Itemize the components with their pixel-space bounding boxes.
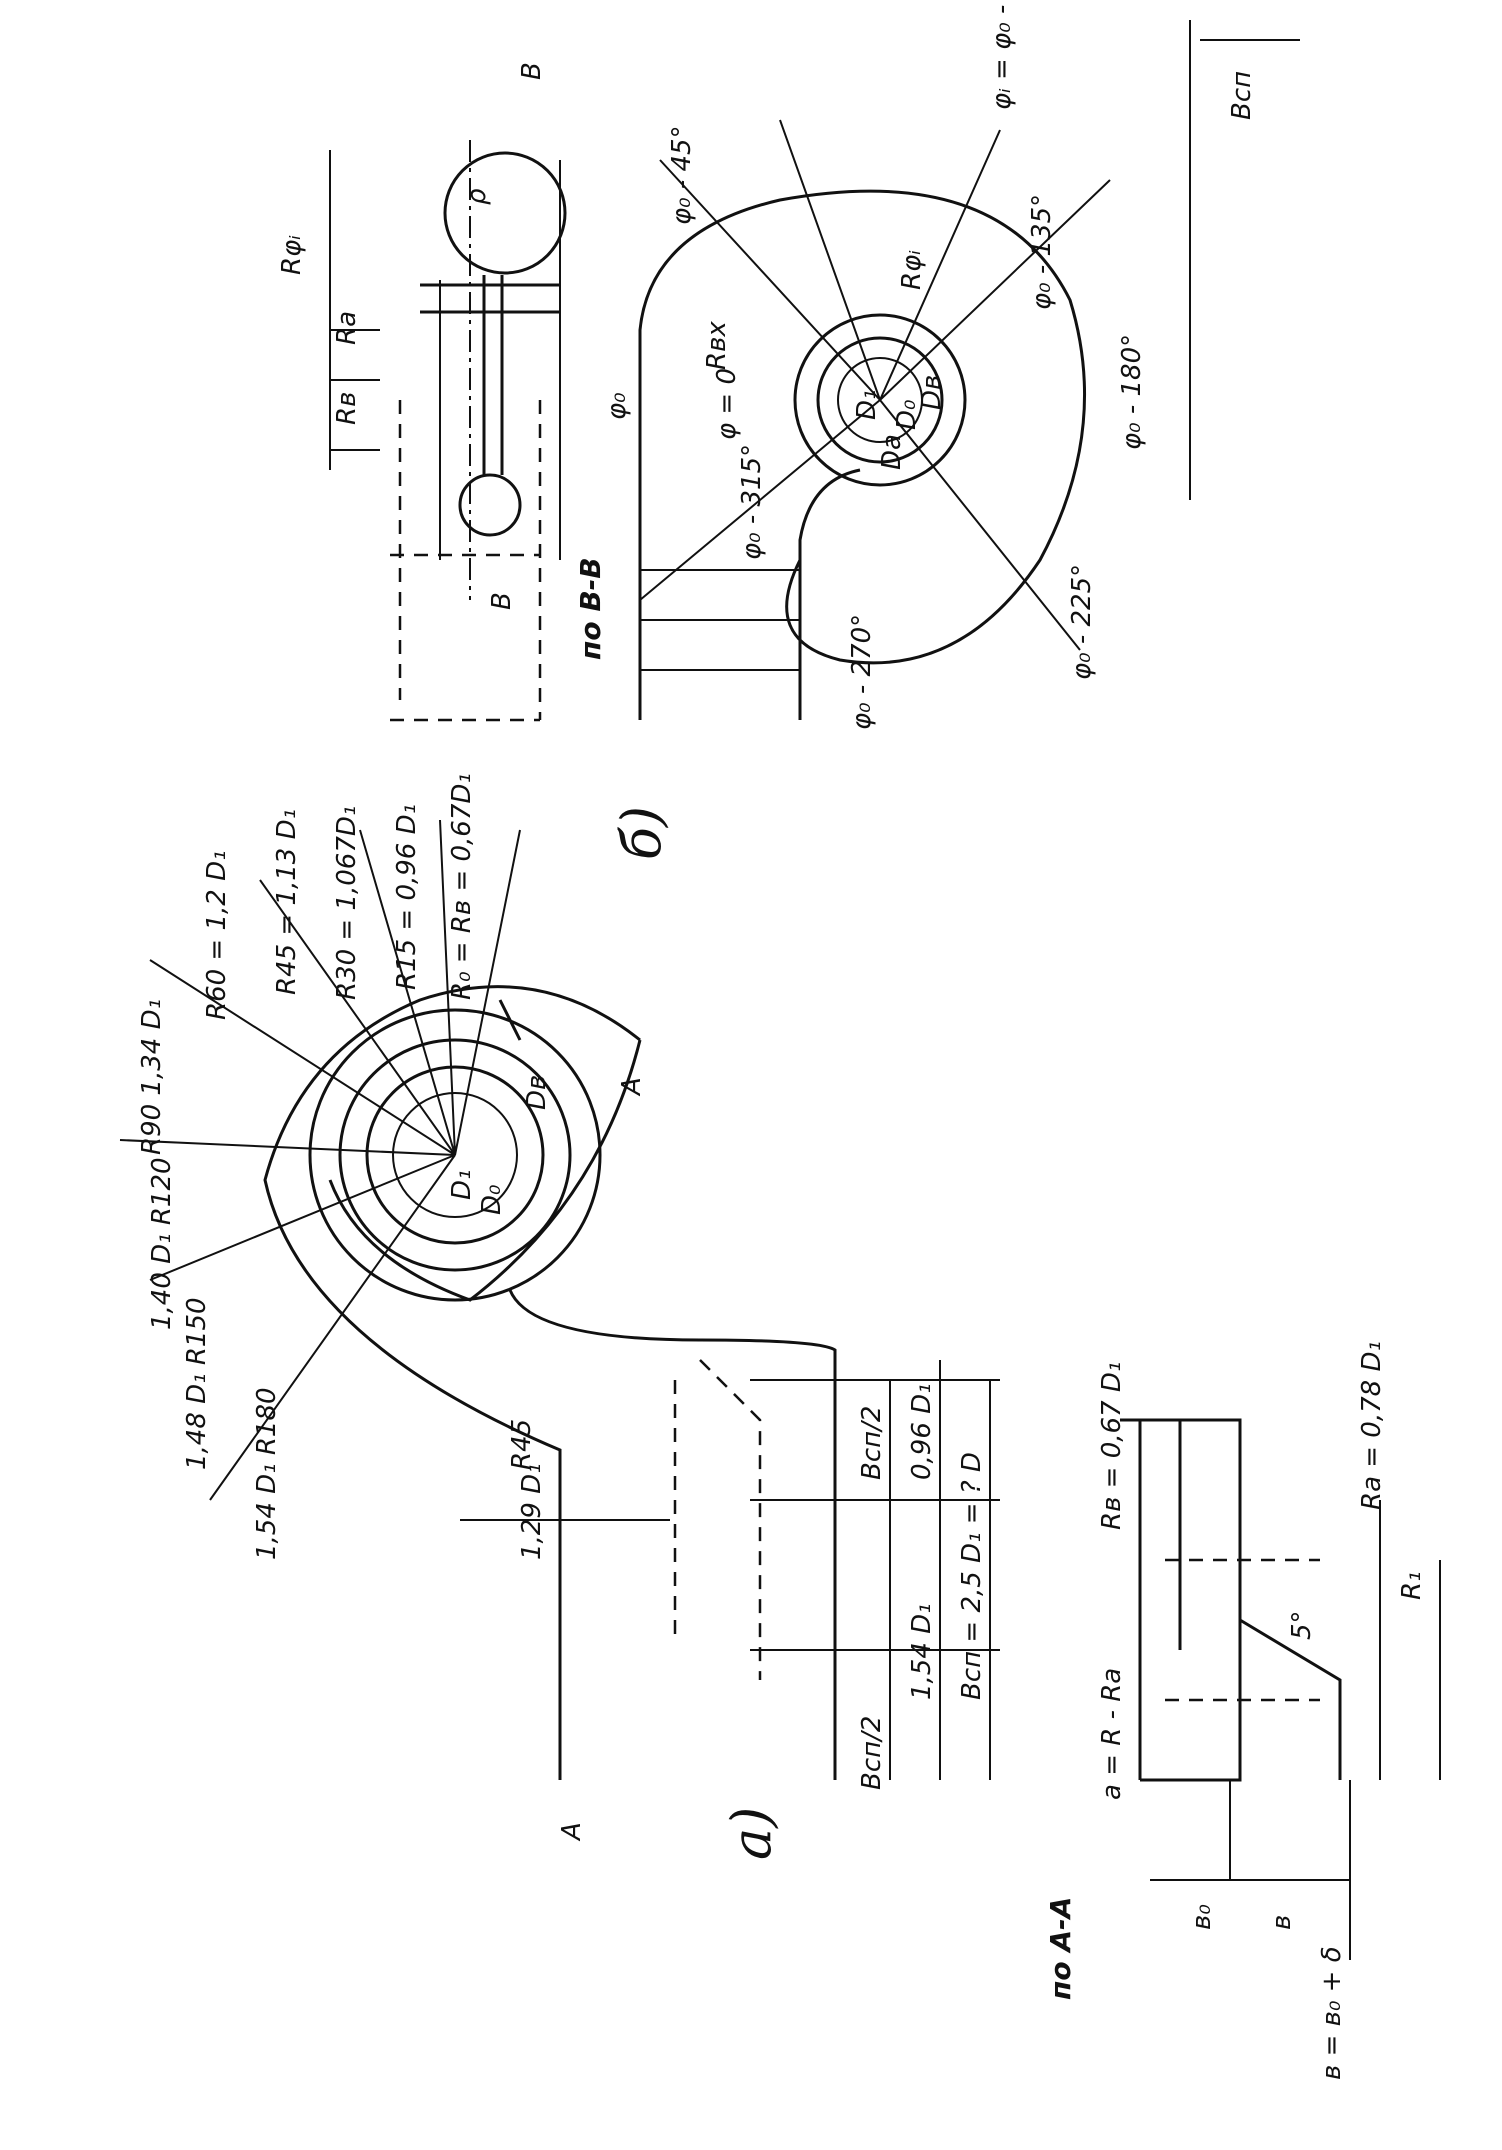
section-b-title: по B-B [574,557,607,660]
dim-bsum: в = в₀ + δ [1317,1946,1347,2080]
figure-b: Rφᵢ Ra Rв ρ B B по B-B φᵢ = φ₀ - 90° φ₀ … [277,0,1300,860]
section-flange [420,283,560,314]
guide-ring-a [365,1065,545,1245]
runner-circle [837,357,923,443]
angle-phi180: φ₀ - 180° [1117,334,1147,450]
spiral-outline-b [638,189,1087,720]
angle-phi0: φ = 0 [712,368,742,440]
spiral-outline-a [263,985,641,1780]
dim-r1-a: R₁ [1397,1572,1427,1601]
mark-a-right: A [617,1077,647,1097]
dim-b0: в₀ [1187,1904,1217,1930]
section-dim-lines [329,150,380,470]
dim-rbx: Rвx [702,321,732,370]
radius-r180: 1,54 D₁ R180 [252,1387,282,1560]
section-stem [482,275,504,475]
dim-bsp-half-top: Bсп/2 [857,1406,887,1480]
spiral-casing-a: D₁ D₀ Dв R₀ = Rв = 0,67D₁ R15 = 0,96 D₁ … [119,773,1000,1860]
radius-rays-a [119,819,521,1501]
runner-ring-a [392,1092,518,1218]
dim-bw: в [1267,1915,1297,1930]
figure-a-label: а) [720,1807,783,1860]
angle-phi225: φ₀ - 225° [1067,564,1097,680]
diam-db-a: Dв [522,1075,552,1110]
outer-ring-a [308,1008,602,1302]
stay-ring-inner [816,336,944,464]
dim-ra: Ra [332,311,362,345]
radius-r150: 1,48 D₁ R150 [182,1297,212,1470]
figure-a: D₁ D₀ Dв R₀ = Rв = 0,67D₁ R15 = 0,96 D₁ … [119,773,1441,2080]
mark-b-right: B [517,62,547,80]
mark-b-left: B [487,592,517,610]
radius-r45: R45 = 1,13 D₁ [272,809,302,995]
inlet-wall-a [508,1289,837,1780]
section-a-title: по А-А [1044,1897,1077,2000]
radius-r60: R60 = 1,2 D₁ [202,850,232,1020]
dim-d096: 0,96 D₁ [907,1383,937,1480]
dim-rphi: Rφᵢ [277,235,307,275]
section-bulb-small [458,473,522,537]
dim-d154: 1,54 D₁ [907,1603,937,1700]
dim-bsp-half-bot: Bсп/2 [857,1716,887,1790]
section-walls [439,160,561,560]
right-dim [1189,20,1300,500]
stay-ring-a [338,1038,572,1272]
dim-w129: 1,29 D₁ [517,1463,547,1560]
inlet-dim-lines [640,569,800,671]
radius-r120: 1,40 D₁ R120 [147,1157,177,1330]
dim-bsp-b: Bсп [1227,71,1257,120]
radius-r90: R90 1,34 D₁ [137,999,167,1155]
spiral-casing-b: φᵢ = φ₀ - 90° φ₀ - 135° φ₀ - 180° φ₀ - 2… [602,0,1300,860]
diam-d0-b: D₀ [892,399,922,430]
section-a-inner [1178,1420,1342,1780]
section-b-b: Rφᵢ Ra Rв ρ B B по B-B [277,62,607,722]
angle-rays [639,119,1111,651]
dim-ra-a: Ra = 0,78 D₁ [1357,1341,1387,1510]
angle-phi315: φ₀ - 315° [737,444,767,560]
dim-rb: Rв [332,392,362,425]
dim-bsp: Bсп = 2,5 D₁ = ? D [957,1452,987,1700]
section-a-hidden [1165,1558,1320,1702]
section-bulb-large [443,151,567,275]
spiral-inner-wall [798,468,861,720]
radius-r0: R₀ = Rв = 0,67D₁ [447,773,477,1000]
section-a-a: Rв = 0,67 D₁ Ra = 0,78 D₁ R₁ a = R - Ra … [1044,1341,1441,2080]
mark-a-left: A [557,1822,587,1842]
dim-lines-a [460,1360,1000,1780]
stay-ring-outer [793,313,967,487]
dim-a-a: a = R - Ra [1097,1668,1127,1800]
radius-r15: R15 = 0,96 D₁ [392,804,422,990]
diam-d1-a: D₁ [447,1170,477,1200]
section-a-dims [1150,1500,1441,1960]
diam-d1-b: D₁ [852,390,882,420]
dim-rphi2: Rφᵢ [897,250,927,290]
angle-phi45: φ₀ - 45° [667,125,697,225]
diam-da-b: Dа [877,434,907,470]
dim-rho: ρ [462,188,492,205]
figure-b-label: б) [610,806,673,860]
radius-rmid: R45 [507,1419,537,1470]
diam-db-b: Dв [917,375,947,410]
dim-rb-a: Rв = 0,67 D₁ [1097,1362,1127,1530]
angle-phi270: φ₀ - 270° [847,614,877,730]
angle-phi00: φ₀ [602,392,632,420]
angle-phi135: φ₀ - 135° [1027,194,1057,310]
angle-phi90: φᵢ = φ₀ - 90° [987,0,1017,110]
radius-r30: R30 = 1,067D₁ [332,806,362,1000]
diam-d0-a: D₀ [477,1184,507,1215]
hidden-inlet-a [673,1359,762,1680]
dim-angle5: 5° [1287,1610,1317,1640]
section-hidden-lines [390,400,542,722]
